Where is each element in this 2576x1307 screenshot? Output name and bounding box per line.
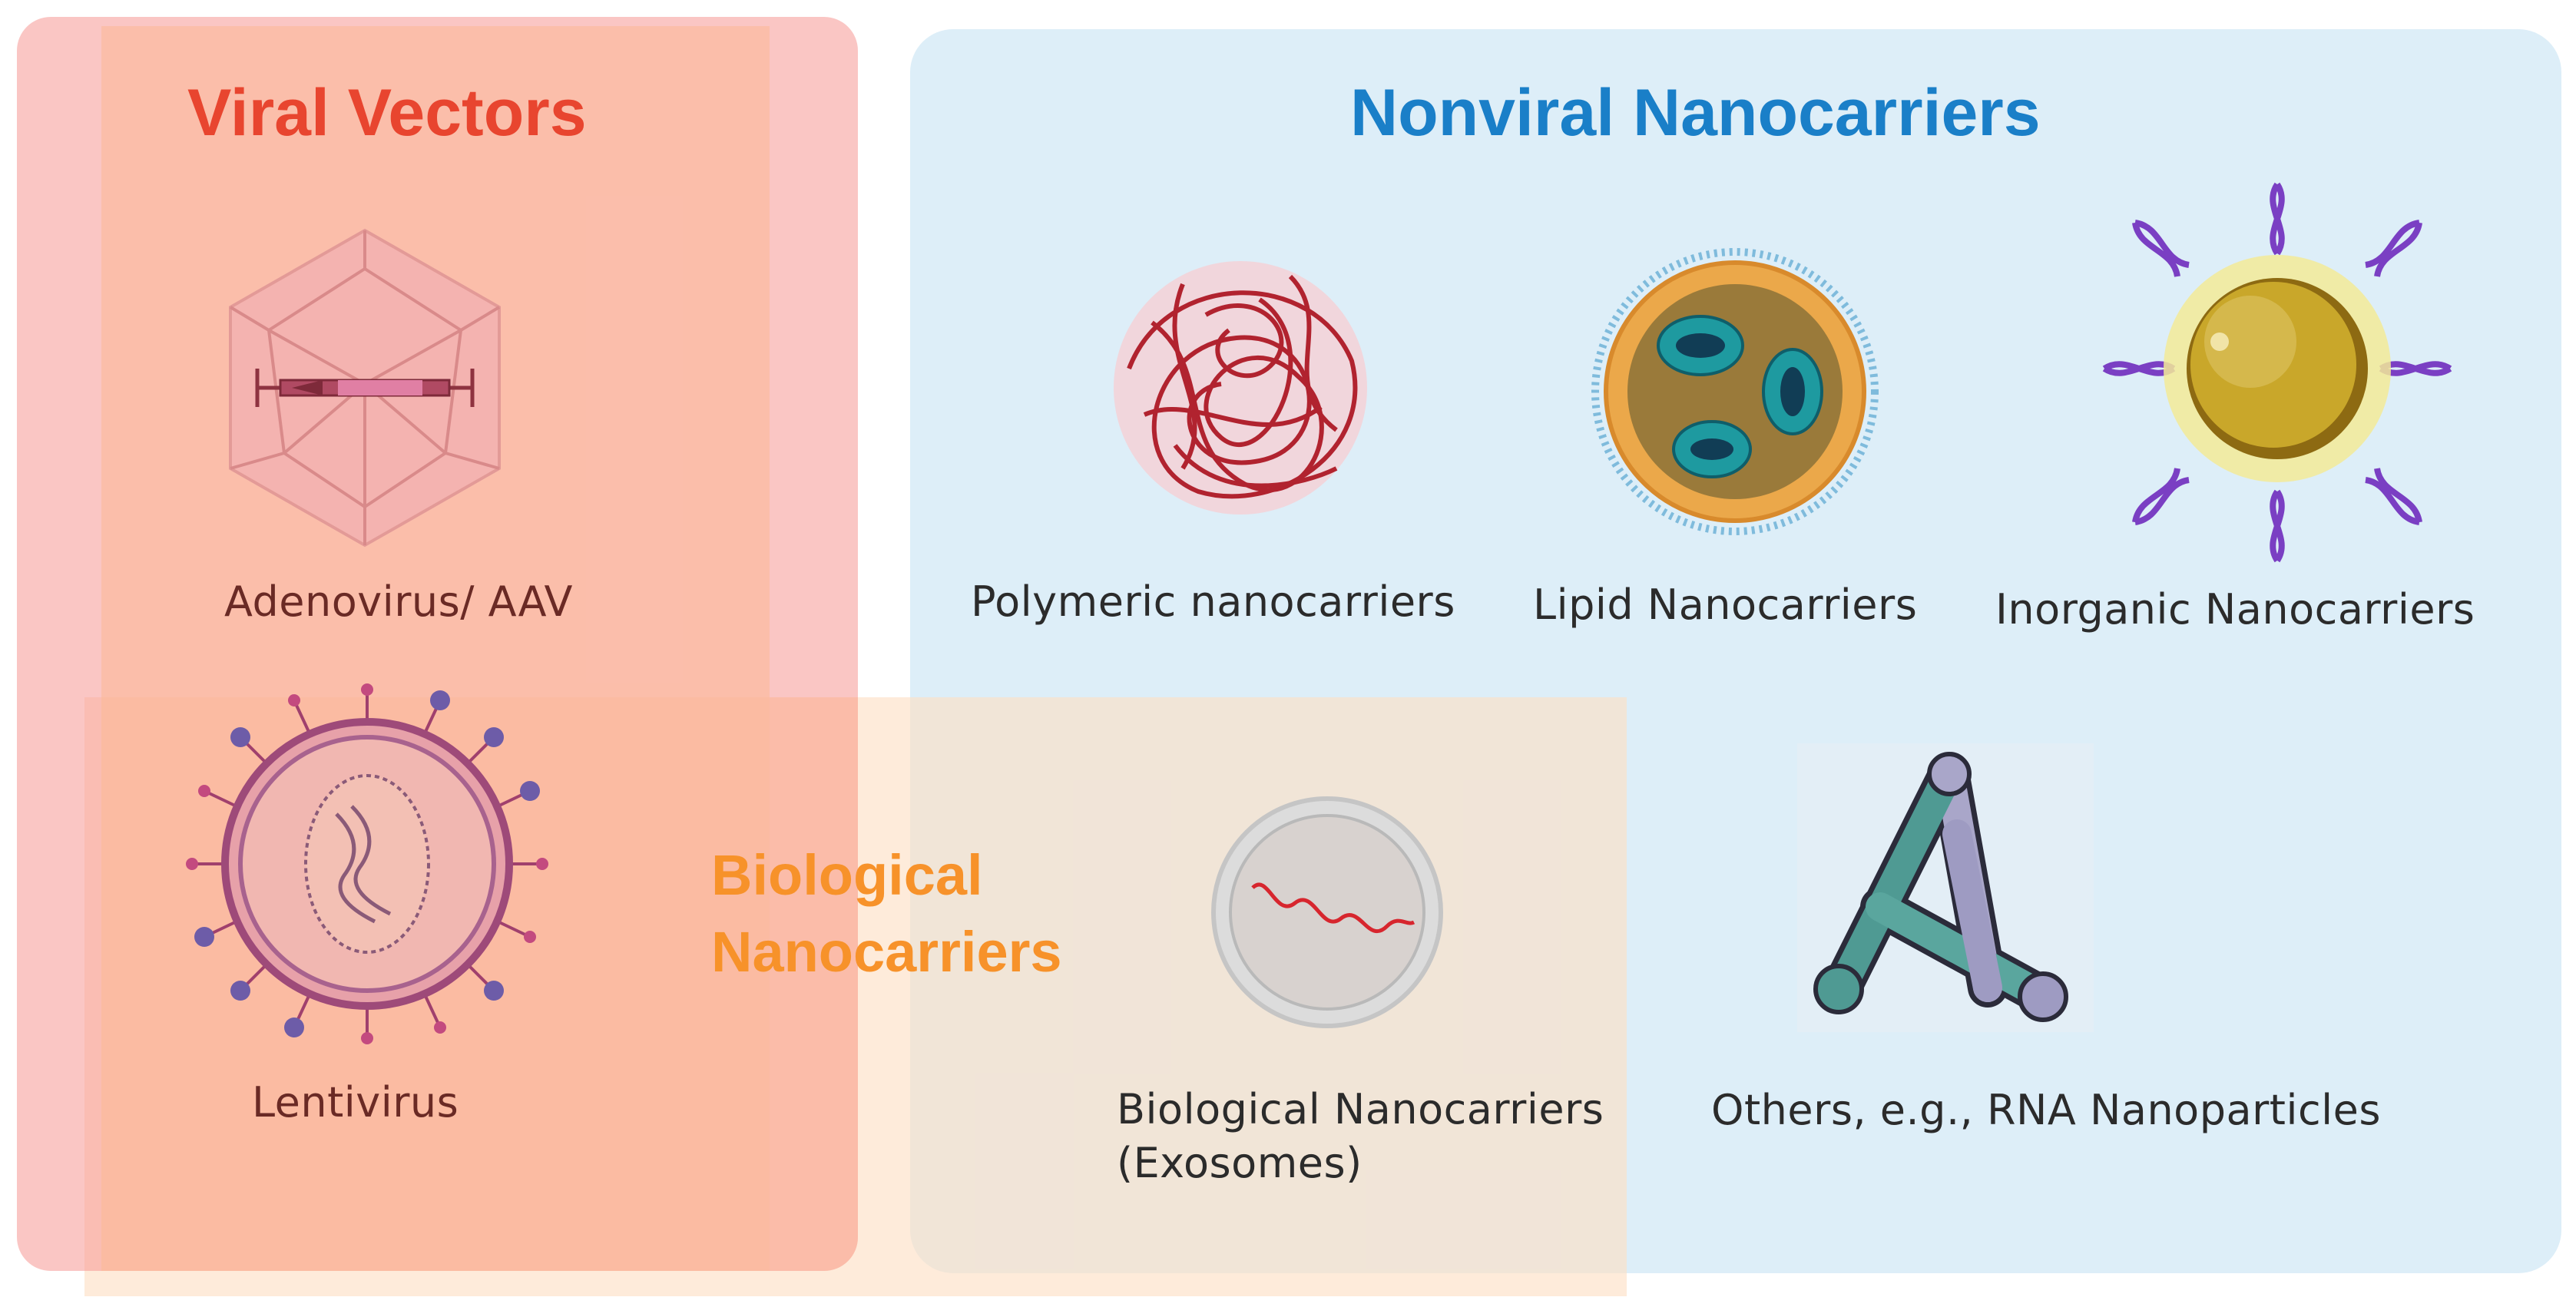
lipid-nanoparticle-icon <box>1591 248 1879 535</box>
adenovirus-icon <box>229 228 501 548</box>
lentivirus-label: Lentivirus <box>252 1078 459 1127</box>
lipid-label: Lipid Nanocarriers <box>1533 581 1918 629</box>
adenovirus-label: Adenovirus/ AAV <box>224 577 574 626</box>
lentivirus-icon <box>186 683 548 1044</box>
inorganic-label: Inorganic Nanocarriers <box>1995 585 2475 634</box>
polymer-ball-icon <box>1114 261 1367 515</box>
biological-nanocarriers-label: Biological Nanocarriers (Exosomes) <box>1117 1083 1604 1190</box>
gold-nanoparticle-icon <box>2102 182 2452 563</box>
biological-label-line1: Biological Nanocarriers <box>1117 1085 1604 1133</box>
biological-label-line2: (Exosomes) <box>1117 1139 1362 1187</box>
rna-nanoparticles-label: Others, e.g., RNA Nanoparticles <box>1711 1086 2382 1134</box>
biological-title-line1: Biological <box>711 843 983 907</box>
polymeric-label: Polymeric nanocarriers <box>971 577 1455 626</box>
exosome-icon <box>1211 796 1443 1028</box>
biological-title-line2: Nanocarriers <box>711 920 1062 984</box>
viral-vectors-title: Viral Vectors <box>187 76 587 150</box>
nonviral-nanocarriers-title: Nonviral Nanocarriers <box>1350 76 2041 150</box>
rna-nanoparticle-icon <box>1797 743 2094 1032</box>
biological-nanocarriers-title: Biological Nanocarriers <box>711 837 1062 991</box>
